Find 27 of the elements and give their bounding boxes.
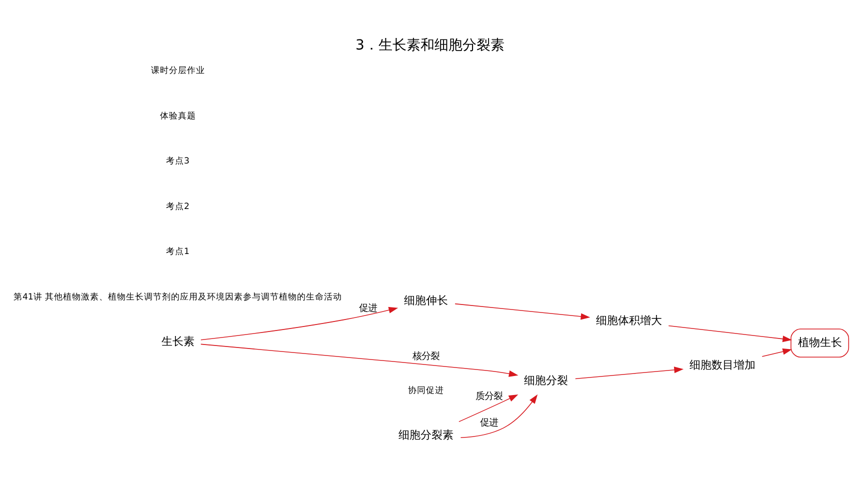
- edge-label: 核分裂: [412, 350, 440, 362]
- diagram-title: 3．生长素和细胞分裂素: [356, 36, 504, 53]
- arrow: [460, 394, 538, 438]
- label: 考点2: [166, 201, 190, 212]
- edge-label: 质分裂: [475, 390, 502, 402]
- label: 体验真题: [160, 110, 196, 121]
- label: 考点3: [166, 156, 190, 166]
- label: 第41讲 其他植物激素、植物生长调节剂的应用及环境因素参与调节植物的生命活动: [13, 292, 342, 302]
- node-box: 植物生长: [790, 328, 850, 357]
- arrow: [454, 302, 590, 320]
- node-text: 细胞体积增大: [596, 314, 662, 327]
- node-text: 细胞伸长: [404, 293, 448, 306]
- label: 考点1: [166, 246, 190, 257]
- label: 课时分层作业: [150, 66, 205, 76]
- arrow: [200, 343, 518, 376]
- label: 协同促进: [408, 385, 444, 396]
- arrow: [762, 348, 792, 356]
- arrow: [458, 394, 518, 422]
- edge-label: 促进: [480, 416, 498, 428]
- node-text: 细胞分裂: [524, 374, 568, 387]
- node-text: 细胞数目增加: [689, 358, 756, 372]
- node-text: 细胞分裂素: [398, 428, 454, 442]
- arrow: [200, 306, 398, 340]
- arrow: [668, 324, 792, 342]
- arrow: [575, 366, 684, 379]
- node-text: 生长素: [161, 334, 194, 348]
- edge-label: 促进: [359, 302, 378, 314]
